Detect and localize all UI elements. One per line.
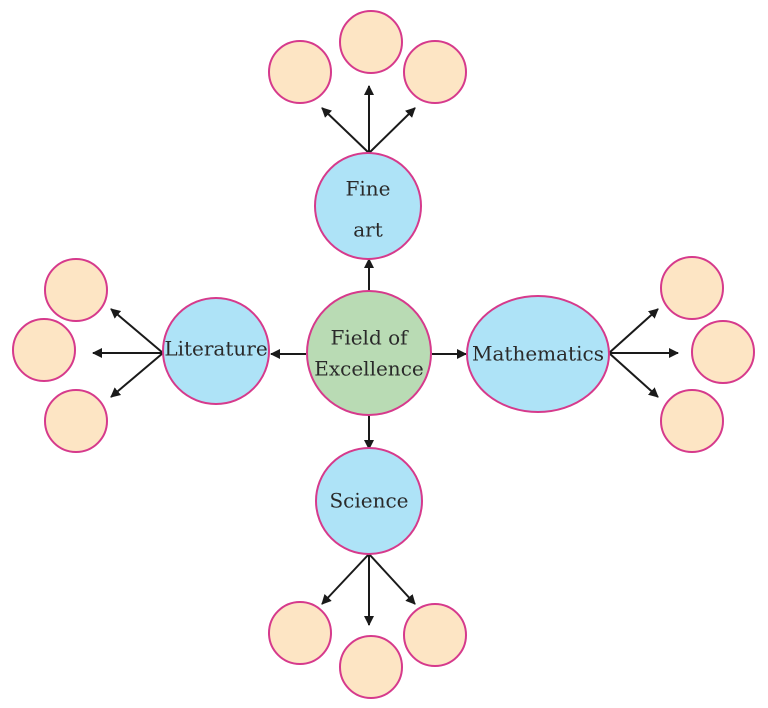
mathematics-leaf-3: [660, 389, 724, 453]
arrow-science-leaf-1: [321, 553, 370, 605]
arrow-mathematics-leaf-1: [608, 308, 659, 354]
category-science: Science: [315, 447, 423, 555]
leaf-nodes: [12, 10, 755, 699]
center-connectors: [270, 258, 467, 450]
mathematics-leaf-2: [691, 320, 755, 384]
science-circle: [315, 447, 423, 555]
arrow-literature-leaf-3: [110, 352, 164, 398]
mathematics-leaf-1: [660, 256, 724, 320]
center-label-line1: Field of: [330, 326, 409, 350]
arrow-science-leaf-3: [368, 553, 416, 605]
fine-art-leaf-3: [403, 40, 467, 104]
arrow-literature-leaf-1: [110, 308, 164, 354]
fine-art-label-line2: art: [353, 218, 383, 242]
literature-leaf-1: [44, 258, 108, 322]
fine-art-circle: [314, 152, 422, 260]
center-node: Field of Excellence: [306, 290, 432, 416]
literature-leaf-2: [12, 318, 76, 382]
center-label-line2: Excellence: [314, 357, 423, 381]
category-literature: Literature: [162, 297, 270, 405]
fine-art-leaf-1: [268, 40, 332, 104]
center-circle: [306, 290, 432, 416]
arrow-fine-art-leaf-1: [321, 107, 370, 154]
arrow-mathematics-leaf-3: [608, 352, 659, 398]
science-label: Science: [329, 489, 408, 513]
fine-art-leaf-2: [339, 10, 403, 74]
science-leaf-3: [403, 603, 467, 667]
literature-circle: [162, 297, 270, 405]
mathematics-label: Mathematics: [472, 342, 604, 366]
arrow-fine-art-leaf-3: [368, 107, 416, 154]
mathematics-circle: [466, 295, 610, 413]
science-leaf-2: [339, 635, 403, 699]
literature-label: Literature: [164, 337, 267, 361]
fine-art-label-line1: Fine: [346, 177, 391, 201]
science-leaf-1: [268, 601, 332, 665]
literature-leaf-3: [44, 389, 108, 453]
category-fine-art: Fine art: [314, 152, 422, 260]
category-mathematics: Mathematics: [466, 295, 610, 413]
leaf-connectors: [92, 85, 679, 626]
